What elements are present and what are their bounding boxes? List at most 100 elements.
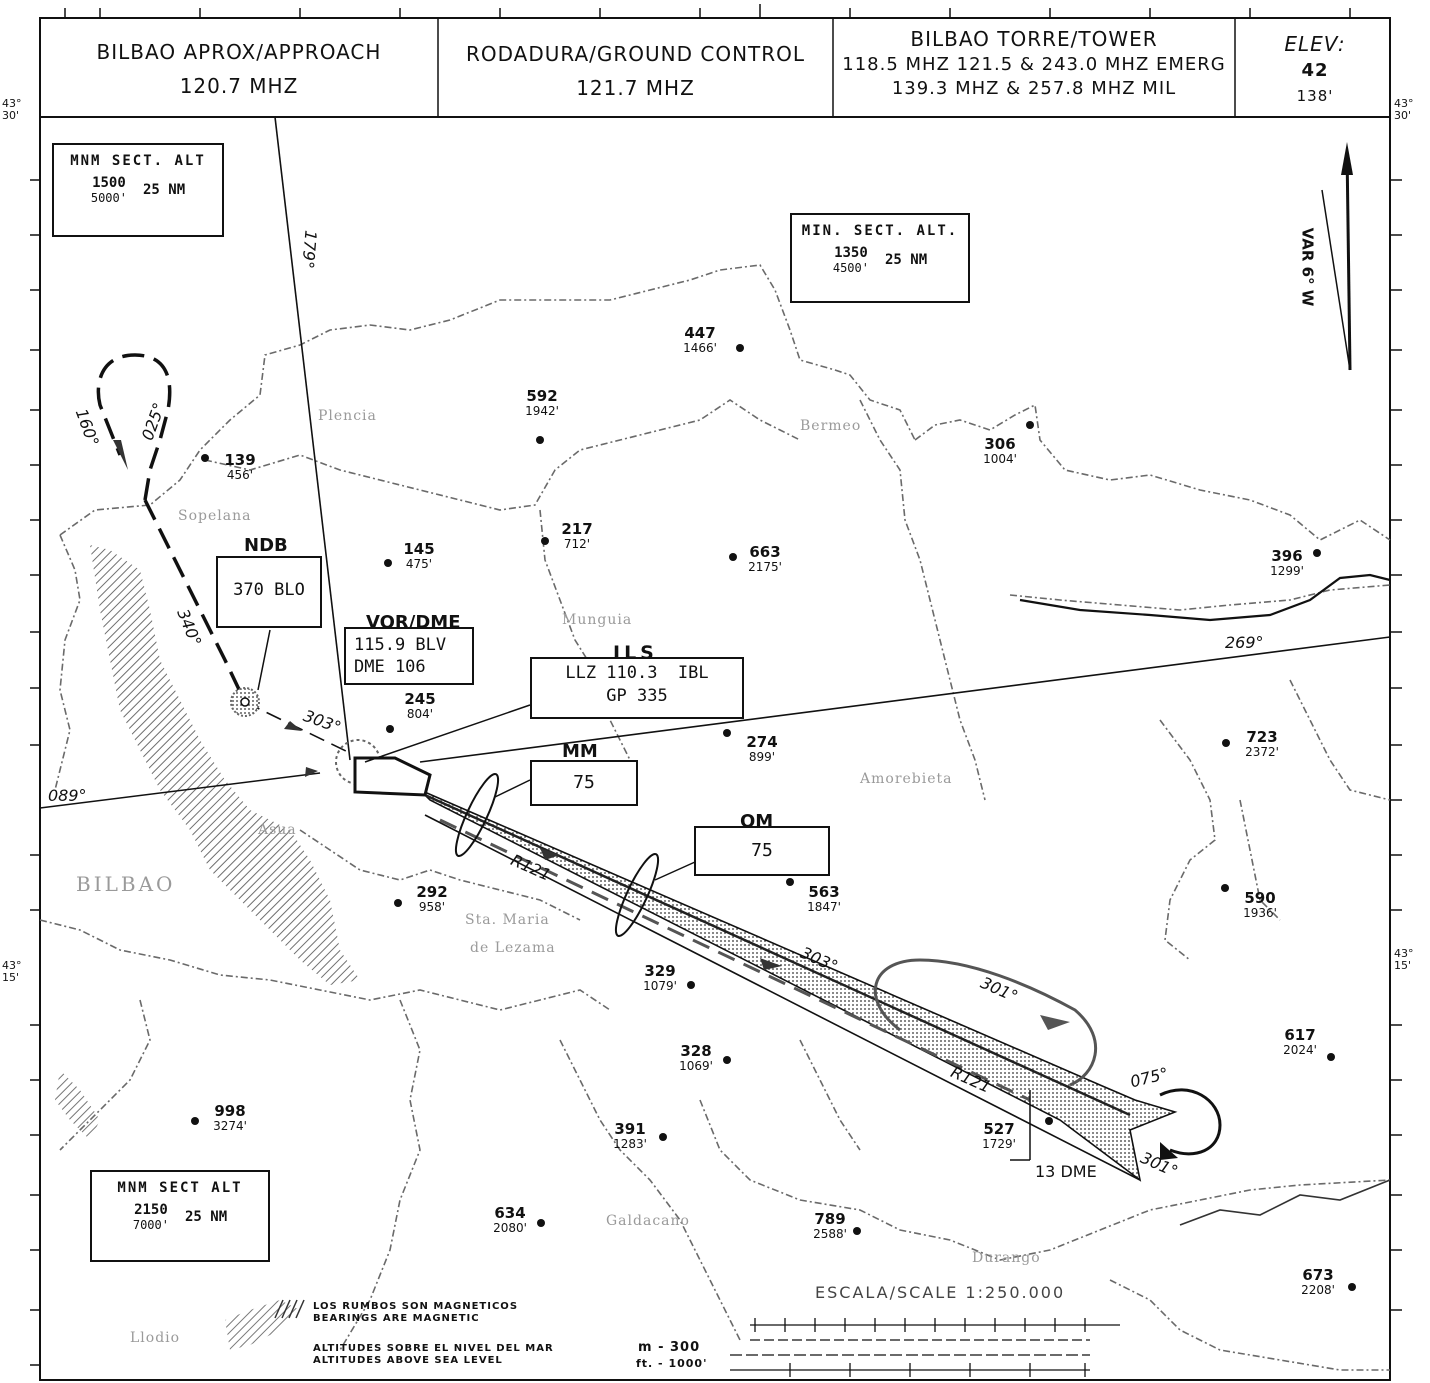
spot-m: 274 bbox=[746, 733, 778, 751]
place-galdacano: Galdacano bbox=[606, 1213, 690, 1229]
ndb-ident: 370 BLO bbox=[233, 580, 305, 600]
r121-dashed bbox=[439, 818, 1031, 1102]
spot-ft: 2372' bbox=[1245, 744, 1279, 759]
msa-ne-ft: 4500' bbox=[832, 261, 869, 275]
msa-ne-title: MIN. SECT. ALT. bbox=[801, 223, 959, 239]
elev-ft: 138' bbox=[1296, 87, 1334, 105]
legend-hatch bbox=[274, 1299, 305, 1319]
spot-ft: 1283' bbox=[613, 1136, 647, 1151]
frame-ticks bbox=[30, 4, 1402, 1366]
spot-m: 391 bbox=[614, 1120, 646, 1138]
holding-pattern-nw bbox=[96, 353, 172, 501]
spot-m: 139 bbox=[224, 451, 256, 469]
elev-label: ELEV: bbox=[1284, 32, 1346, 56]
ndb-ident-box: 370 BLO bbox=[216, 556, 322, 628]
spot-m: 306 bbox=[984, 435, 1016, 453]
spot-m: 328 bbox=[680, 1042, 712, 1060]
mm-box: 75 bbox=[530, 760, 638, 806]
place-lezama: de Lezama bbox=[470, 940, 556, 956]
msa-nw-m: 1500 bbox=[92, 175, 126, 191]
elevation-cell: ELEV: 42 138' bbox=[1245, 32, 1385, 105]
om-value: 75 bbox=[751, 840, 773, 861]
msa-sw-values: 2150 7000' 25 NM bbox=[92, 1202, 268, 1232]
bearing-269: 269° bbox=[1225, 633, 1264, 652]
place-asua: Asua bbox=[258, 822, 297, 838]
spot-m: 789 bbox=[814, 1210, 846, 1228]
holding-arrow bbox=[113, 440, 128, 470]
spot-ft: 2175' bbox=[748, 559, 782, 574]
msa-nw-title: MNM SECT. ALT bbox=[70, 153, 206, 169]
r121-line bbox=[424, 814, 1141, 1181]
spot-ft: 456' bbox=[226, 467, 254, 482]
spot-ft: 1079' bbox=[643, 978, 677, 993]
spot-m: 145 bbox=[403, 540, 435, 558]
magnetic-north-line bbox=[1321, 189, 1351, 371]
vor-box: 115.9 BLV DME 106 bbox=[344, 627, 474, 685]
note-altitudes-en: ALTITUDES ABOVE SEA LEVEL bbox=[313, 1355, 503, 1366]
place-bilbao: BILBAO bbox=[76, 872, 176, 896]
spot-ft: 2208' bbox=[1301, 1282, 1335, 1297]
place-plencia: Plencia bbox=[318, 408, 377, 424]
spot-ft: 1729' bbox=[982, 1136, 1016, 1151]
bearing-089: 089° bbox=[48, 786, 87, 805]
tower-freq-1: 118.5 MHZ 121.5 & 243.0 MHZ EMERG bbox=[842, 54, 1226, 75]
spot-ft: 1942' bbox=[525, 403, 559, 418]
lat-label-bottom-left: 43° 15' bbox=[2, 959, 22, 985]
mm-label: MM bbox=[562, 741, 598, 762]
place-munguia: Munguia bbox=[562, 612, 633, 628]
dme-fix-label: 13 DME bbox=[1035, 1162, 1097, 1181]
msa-sw-alt: 2150 7000' bbox=[133, 1202, 169, 1232]
om-box: 75 bbox=[694, 826, 830, 876]
vor-freq: 115.9 BLV bbox=[354, 635, 447, 655]
note-bearings-en: BEARINGS ARE MAGNETIC bbox=[313, 1313, 480, 1324]
approach-freq-cell: BILBAO APROX/APPROACH 120.7 MHZ bbox=[40, 40, 438, 98]
spot-m: 592 bbox=[526, 387, 558, 405]
approach-title: BILBAO APROX/APPROACH bbox=[96, 40, 382, 64]
msa-sw-dist: 25 NM bbox=[184, 1209, 228, 1225]
spot-ft: 2080' bbox=[493, 1220, 527, 1235]
spot-ft: 2588' bbox=[813, 1226, 847, 1241]
procedure-turn-arrow bbox=[1040, 1015, 1070, 1030]
estuary-llodio bbox=[225, 1300, 300, 1350]
spot-ft: 1466' bbox=[683, 340, 717, 355]
middle-marker-ellipse bbox=[454, 772, 500, 858]
spot-ft: 2024' bbox=[1283, 1042, 1317, 1057]
msa-nw-ft: 5000' bbox=[90, 191, 127, 205]
spot-m: 634 bbox=[494, 1204, 526, 1222]
spot-dots bbox=[191, 344, 1356, 1291]
ndb-track bbox=[143, 499, 247, 703]
spot-ft: 1847' bbox=[807, 899, 841, 914]
spot-m: 329 bbox=[644, 962, 676, 980]
spot-ft: 899' bbox=[748, 749, 776, 764]
spot-m: 663 bbox=[749, 543, 781, 561]
lat-label-top-right: 43° 30' bbox=[1394, 97, 1414, 123]
msa-ne-m: 1350 bbox=[834, 245, 868, 261]
msa-ne-dist: 25 NM bbox=[884, 252, 928, 268]
ils-llz: LLZ 110.3 IBL bbox=[565, 663, 709, 683]
terrain-contours bbox=[39, 264, 1391, 1371]
ils-feather bbox=[419, 789, 1178, 1182]
scale-ticks bbox=[754, 1318, 1086, 1377]
place-amorebieta: Amorebieta bbox=[860, 771, 953, 787]
place-sopelana: Sopelana bbox=[178, 508, 252, 524]
vor-inbound-arrow bbox=[305, 767, 318, 777]
mm-value: 75 bbox=[573, 772, 595, 793]
spot-ft: 1936' bbox=[1243, 905, 1277, 920]
spot-ft: 958' bbox=[418, 899, 446, 914]
vor-dme: DME 106 bbox=[354, 657, 426, 677]
legend-feet: ft. - 1000' bbox=[636, 1357, 708, 1370]
ils-box: LLZ 110.3 IBL GP 335 bbox=[530, 657, 744, 719]
spot-ft: 712' bbox=[563, 536, 591, 551]
msa-ne-alt: 1350 4500' bbox=[833, 245, 869, 275]
approach-arrow-2 bbox=[540, 848, 560, 860]
